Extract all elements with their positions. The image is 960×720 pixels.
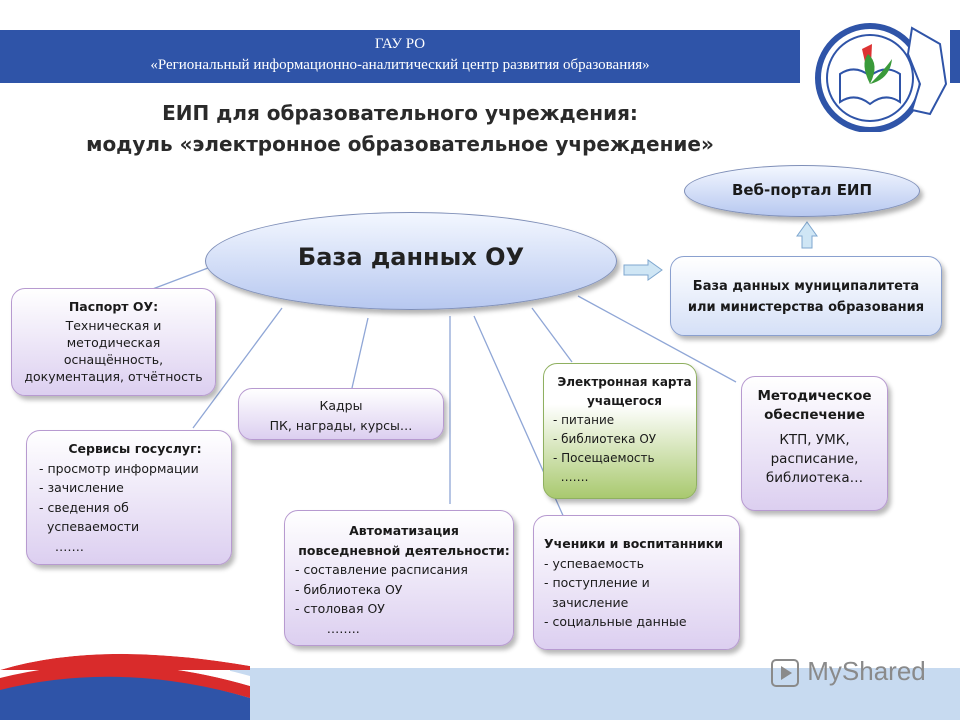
methodical-node: Методическое обеспечение КТП, УМК, распи…	[741, 376, 888, 511]
ecard-title-line2: учащегося	[587, 394, 662, 408]
arrow-up-icon	[796, 221, 818, 249]
watermark: MyShared	[770, 656, 926, 688]
connector-passport	[149, 267, 209, 291]
automation-item: - столовая ОУ	[295, 601, 385, 616]
ecard-title-line1: Электронная карта	[557, 375, 692, 389]
automation-node: Автоматизация повседневной деятельности:…	[284, 510, 514, 646]
org-full-name: «Региональный информационно-аналитически…	[150, 57, 650, 73]
students-node: Ученики и воспитанники - успеваемость - …	[533, 515, 740, 650]
arrow-right-icon	[623, 259, 663, 281]
passport-node: Паспорт ОУ: Техническая и методическая о…	[11, 288, 216, 396]
gosuslugi-node: Сервисы госуслуг: - просмотр информации …	[26, 430, 232, 565]
municipal-database-line1: База данных муниципалитета	[692, 279, 920, 294]
students-item: зачисление	[544, 594, 629, 610]
students-item: - поступление и	[544, 575, 650, 590]
database-ou-node: База данных ОУ	[205, 212, 617, 310]
play-icon	[771, 659, 799, 688]
ecard-item: - Посещаемость	[553, 451, 655, 465]
cadres-text: ПК, награды, курсы…	[269, 417, 413, 433]
ecard-item: - питание	[553, 413, 615, 427]
bottom-decoration	[0, 668, 960, 720]
cadres-node: Кадры ПК, награды, курсы…	[238, 388, 444, 440]
gosuslugi-title: Сервисы госуслуг:	[68, 441, 202, 456]
gosuslugi-item: - сведения об	[39, 499, 129, 515]
students-title: Ученики и воспитанники	[544, 536, 724, 551]
passport-line: методическая	[66, 334, 161, 350]
ecard-item: - библиотека ОУ	[553, 432, 657, 446]
connector-gosuslugi	[192, 307, 283, 429]
automation-title-line2: повседневной деятельности:	[298, 542, 510, 558]
municipal-database-line2: или министерства образования	[687, 300, 925, 315]
students-item: - социальные данные	[544, 614, 687, 629]
connector-methodical	[577, 295, 737, 383]
logo-emblem-icon	[815, 23, 948, 133]
passport-title: Паспорт ОУ:	[68, 299, 159, 314]
flag-wave-icon	[0, 647, 250, 670]
watermark-text: MyShared	[807, 656, 926, 686]
municipal-database-node: База данных муниципалитета или министерс…	[670, 256, 942, 336]
methodical-title-line2: обеспечение	[764, 407, 865, 423]
student-ecard-node: Электронная карта учащегося - питание - …	[543, 363, 697, 499]
web-portal-label: Веб-портал ЕИП	[731, 181, 873, 199]
connector-ecard	[531, 307, 573, 363]
page-title-line1: ЕИП для образовательного учреждения:	[162, 101, 638, 125]
gosuslugi-item: - просмотр информации	[39, 460, 199, 476]
automation-item: - библиотека ОУ	[295, 581, 403, 597]
automation-title-line1: Автоматизация	[349, 523, 459, 538]
automation-item: - составление расписания	[295, 562, 468, 577]
methodical-line: расписание,	[770, 451, 859, 467]
passport-line: документация, отчётность	[24, 368, 203, 384]
automation-item: ……..	[295, 620, 360, 636]
cadres-title: Кадры	[319, 398, 363, 413]
methodical-line: КТП, УМК,	[779, 432, 850, 448]
passport-line: оснащённость,	[63, 351, 164, 367]
ecard-item: …….	[553, 470, 589, 484]
passport-line: Техническая и	[65, 317, 162, 333]
connector-cadres	[351, 317, 369, 389]
gosuslugi-item: …….	[39, 538, 84, 554]
page-title-line2: модуль «электронное образовательное учре…	[86, 132, 714, 156]
methodical-line: библиотека…	[765, 470, 864, 486]
students-item: - успеваемость	[544, 555, 644, 571]
database-ou-label: База данных ОУ	[297, 243, 525, 271]
gosuslugi-item: - зачисление	[39, 480, 124, 495]
org-short-name: ГАУ РО	[374, 36, 426, 52]
gosuslugi-item: успеваемости	[39, 519, 140, 534]
methodical-title-line1: Методическое	[757, 388, 872, 404]
logo	[800, 14, 950, 133]
web-portal-node: Веб-портал ЕИП	[684, 165, 920, 217]
